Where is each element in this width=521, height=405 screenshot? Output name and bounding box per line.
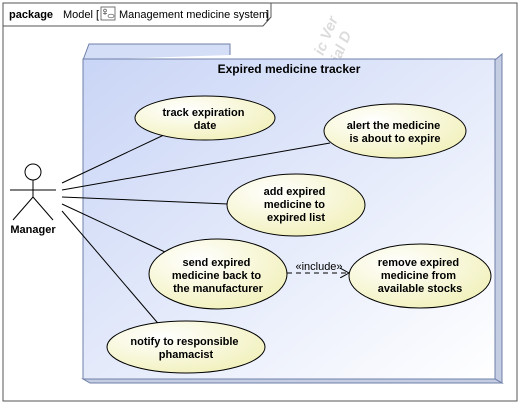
actor-label: Manager bbox=[10, 224, 56, 236]
use-case-remove-expired[interactable]: remove expired medicine from available s… bbox=[348, 243, 492, 309]
use-case-notify-pharmacist[interactable]: notify to responsible phamacist bbox=[106, 320, 266, 374]
package-header-tab bbox=[2, 2, 272, 27]
actor-manager[interactable]: Manager bbox=[10, 163, 56, 236]
use-case-label: send expired medicine back to the manufa… bbox=[172, 257, 264, 295]
use-case-label: remove expired medicine from available s… bbox=[378, 257, 462, 295]
use-case-add-expired[interactable]: add expired medicine to expired list bbox=[226, 173, 366, 237]
associations bbox=[61, 133, 331, 329]
association-notify bbox=[61, 210, 163, 329]
diagram-icon bbox=[100, 6, 116, 21]
use-case-label: add expired medicine to expired list bbox=[264, 186, 329, 224]
association-send bbox=[61, 203, 166, 253]
include-label: «include» bbox=[295, 261, 342, 273]
package-suffix: ] bbox=[266, 9, 269, 21]
use-case-track-expiration[interactable]: track expiration date bbox=[134, 95, 276, 141]
association-alert bbox=[61, 142, 331, 191]
package-name: Management medicine system bbox=[119, 9, 268, 21]
package-keyword: package bbox=[9, 9, 53, 21]
use-case-label: track expiration date bbox=[163, 107, 248, 132]
association-track bbox=[61, 133, 167, 184]
system-title: Expired medicine tracker bbox=[218, 62, 361, 76]
association-add bbox=[61, 196, 229, 205]
use-case-label: alert the medicine is about to expire bbox=[347, 120, 444, 145]
use-case-label: notify to responsible phamacist bbox=[130, 336, 241, 361]
use-case-send-back[interactable]: send expired medicine back to the manufa… bbox=[148, 238, 288, 310]
actor-head bbox=[24, 163, 42, 181]
use-case-alert-expiry[interactable]: alert the medicine is about to expire bbox=[323, 103, 467, 159]
package-prefix: Model [ bbox=[63, 9, 99, 21]
